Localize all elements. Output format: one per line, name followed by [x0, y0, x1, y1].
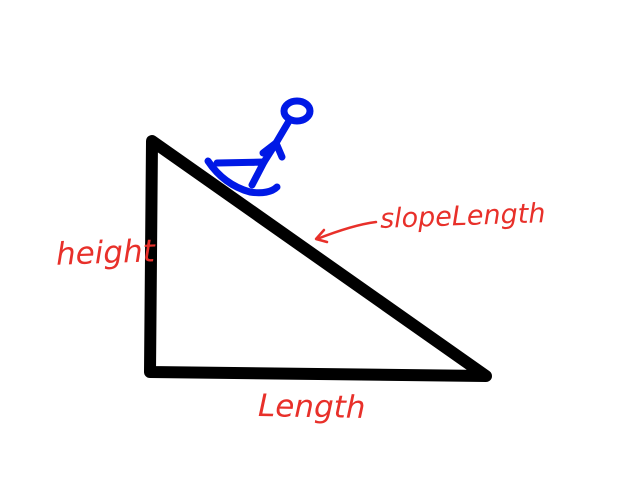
triangle-ramp [144, 135, 492, 382]
pointer-arrow-icon [314, 220, 378, 244]
skier-icon [204, 97, 314, 197]
skier-arms [259, 139, 286, 161]
skier-ski [204, 157, 281, 197]
height-label: height [55, 233, 156, 273]
slope-length-label: slopeLength [379, 198, 546, 235]
length-label: Length [257, 388, 366, 426]
skier-head [280, 97, 314, 125]
skier-legs [213, 158, 268, 189]
